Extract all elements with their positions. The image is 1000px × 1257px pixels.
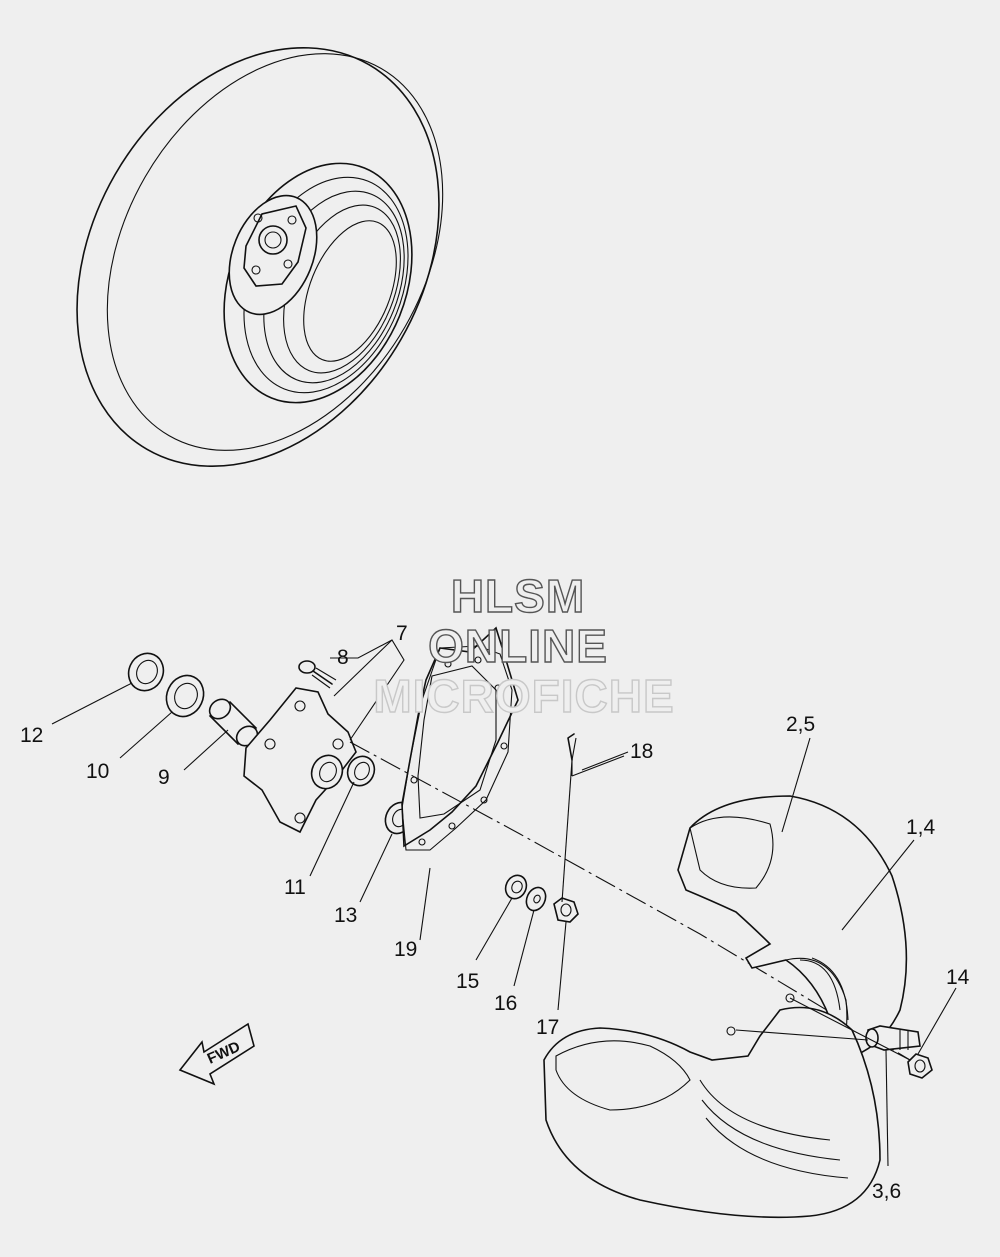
- callout-2-5: 2,5: [786, 713, 815, 736]
- assembled-wheel: [76, 46, 444, 468]
- wheel-tire-assembly: [543, 795, 908, 1219]
- part-12-bearing: [127, 652, 165, 692]
- callout-15: 15: [456, 970, 479, 993]
- part-17-nut: [553, 897, 579, 923]
- part-15-collar: [504, 874, 528, 900]
- callout-labels: 7 8 12 10 9 11 13 19 15 16 17 18 2,5 1,4…: [20, 622, 970, 1203]
- watermark-line-3: MICROFICHE: [373, 670, 674, 722]
- axle-centerline: [349, 741, 911, 1061]
- callout-16: 16: [494, 992, 517, 1015]
- callout-17: 17: [536, 1016, 559, 1039]
- part-11-bearing: [346, 755, 376, 787]
- part-8-bolt: [298, 660, 337, 689]
- callout-9: 9: [158, 766, 170, 789]
- callout-3-6: 3,6: [872, 1180, 901, 1203]
- part-18-cotter-pin: [567, 733, 577, 761]
- leader-lines: [51, 639, 957, 1167]
- watermark-line-2: ONLINE: [428, 620, 608, 672]
- callout-1-4: 1,4: [906, 816, 936, 839]
- watermark: HLSM ONLINE MICROFICHE: [373, 569, 675, 722]
- callout-10: 10: [86, 760, 109, 783]
- callout-8: 8: [337, 646, 349, 669]
- callout-13: 13: [334, 904, 357, 927]
- callout-11: 11: [284, 876, 306, 899]
- part-16-washer: [525, 886, 547, 912]
- watermark-line-1: HLSM: [451, 570, 585, 622]
- fwd-arrow-icon: FWD: [178, 1022, 255, 1086]
- callout-18: 18: [630, 740, 653, 763]
- stud-centerline: [789, 997, 911, 1061]
- part-9-spacer: [208, 698, 259, 747]
- part-10-bearing: [165, 674, 205, 718]
- callout-14: 14: [946, 966, 970, 989]
- part-19-brake-disc: [401, 626, 519, 851]
- callout-12: 12: [20, 724, 43, 747]
- part-14-nut: [907, 1053, 933, 1079]
- callout-19: 19: [394, 938, 417, 961]
- part-7-hub: [243, 687, 357, 834]
- callout-7: 7: [396, 622, 408, 645]
